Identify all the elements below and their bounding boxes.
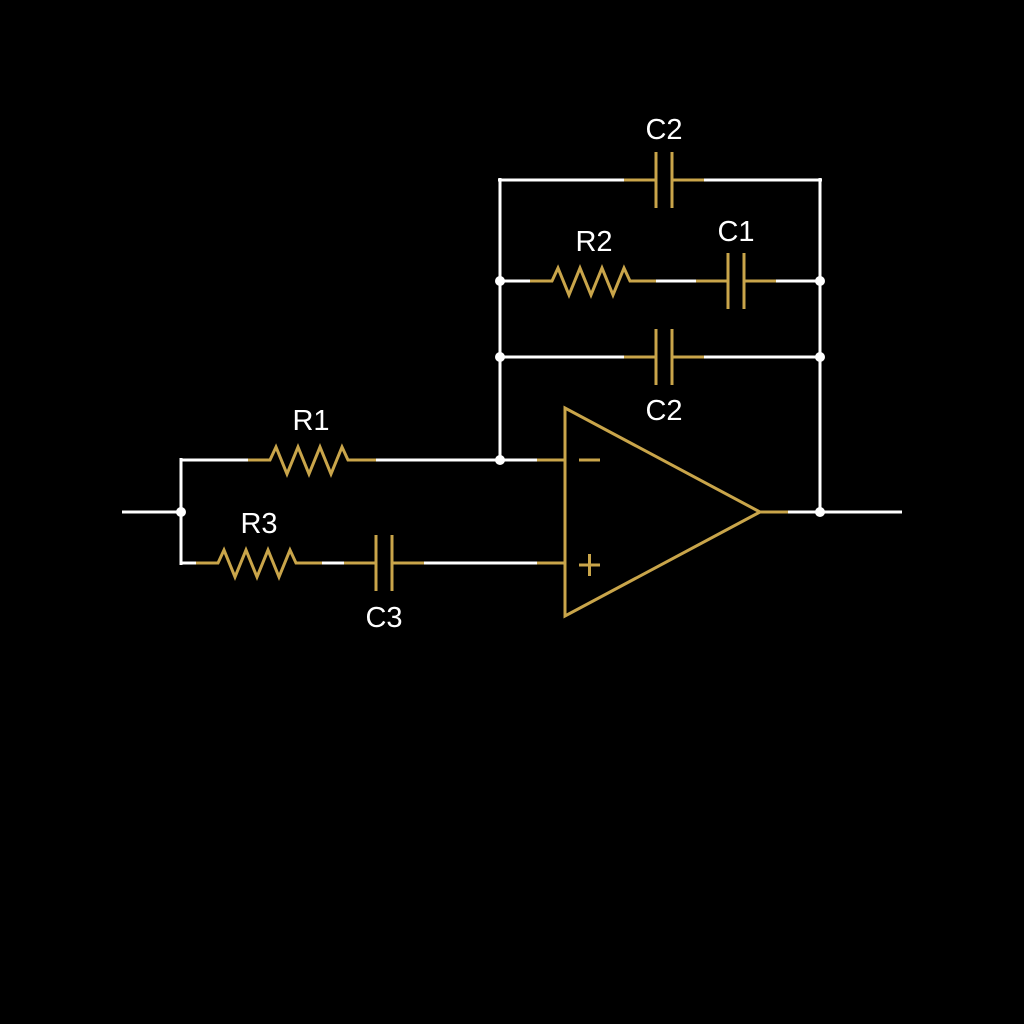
label-c1: C1 — [717, 216, 754, 248]
label-c3: C3 — [365, 602, 402, 634]
junction-right-low — [815, 352, 825, 362]
junctions — [176, 276, 825, 517]
label-r2: R2 — [575, 226, 612, 258]
junction-inverting — [495, 455, 505, 465]
capacitor-c2-bottom — [624, 329, 704, 385]
labels: C2 R2 C1 C2 R1 R3 C3 — [240, 114, 754, 634]
opamp-plus-sign — [579, 554, 600, 576]
capacitor-c1 — [696, 253, 776, 309]
resistor-r3 — [196, 546, 322, 581]
junction-input — [176, 507, 186, 517]
label-r1: R1 — [292, 405, 329, 437]
label-r3: R3 — [240, 508, 277, 540]
junction-output — [815, 507, 825, 517]
opamp — [537, 405, 788, 619]
label-c2-top: C2 — [645, 114, 682, 146]
capacitor-c3 — [344, 535, 424, 591]
wires — [122, 178, 902, 565]
capacitor-c2-top — [624, 152, 704, 208]
resistor-r2 — [530, 264, 656, 299]
resistor-r1 — [248, 443, 376, 478]
junction-left-low — [495, 352, 505, 362]
label-c2-bottom: C2 — [645, 395, 682, 427]
components — [196, 152, 788, 619]
junction-left-mid — [495, 276, 505, 286]
opamp-triangle — [563, 405, 764, 619]
junction-right-mid — [815, 276, 825, 286]
